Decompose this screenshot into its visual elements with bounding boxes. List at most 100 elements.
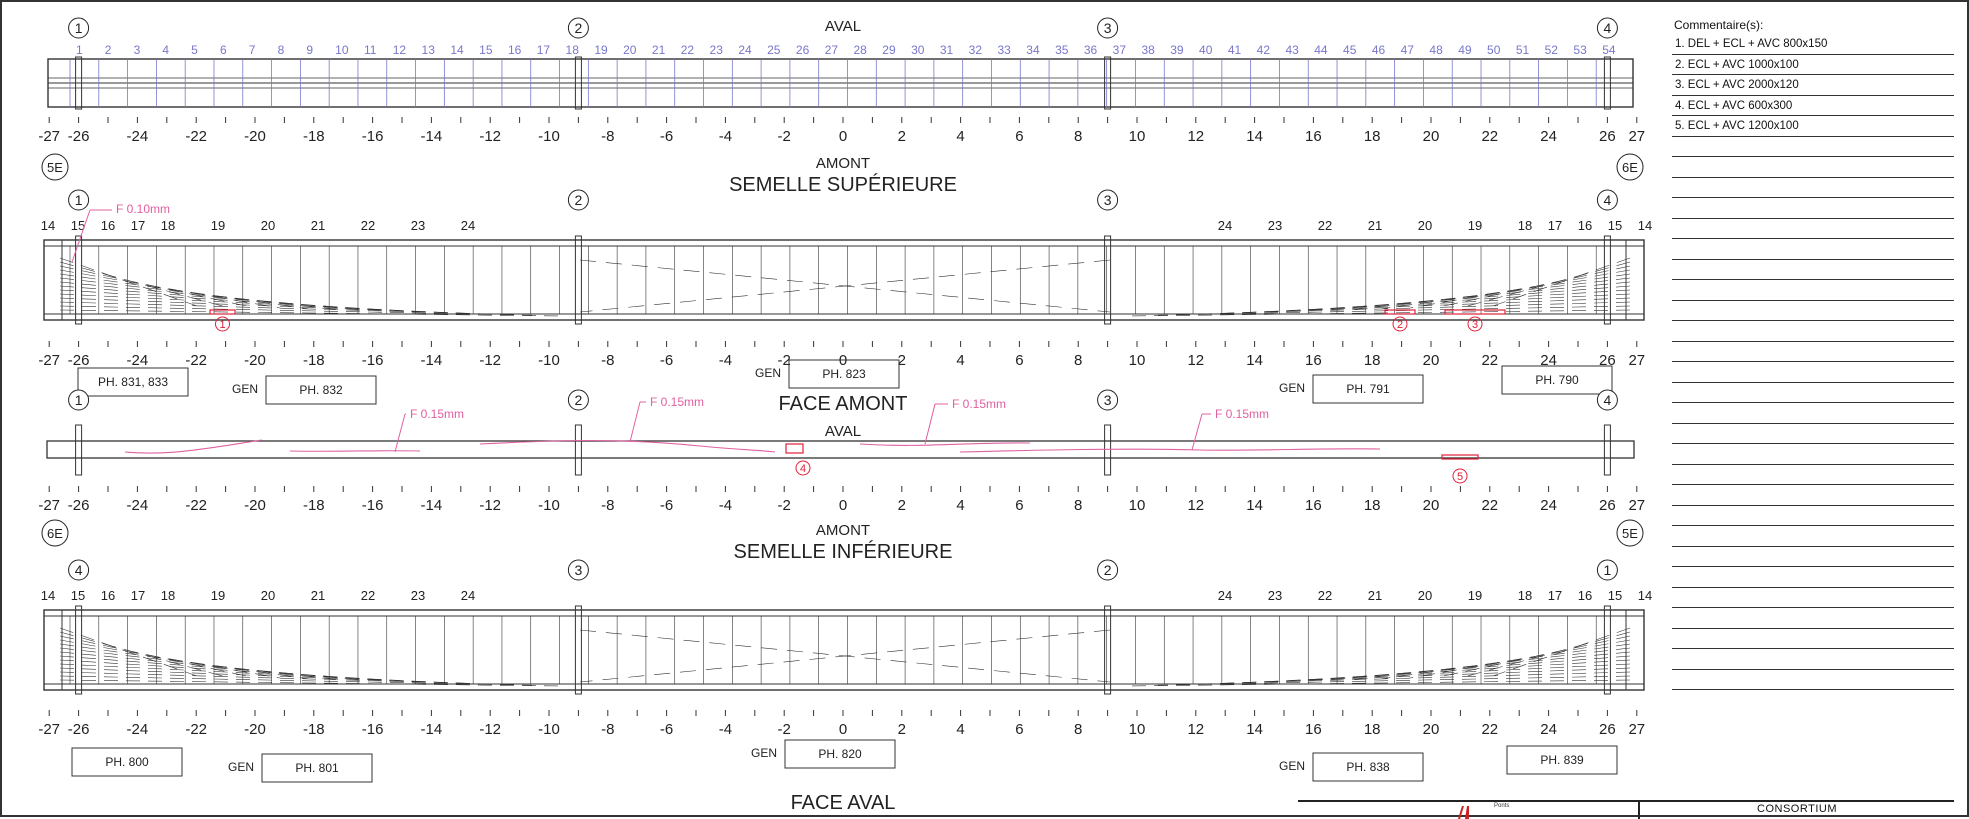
comment-line xyxy=(1672,321,1954,342)
deck-panel-number: 18 xyxy=(566,43,580,57)
deck-panel-number: 28 xyxy=(854,43,868,57)
face-amont-stiffener-label: 21 xyxy=(1368,218,1382,233)
amont-label-2: AMONT xyxy=(816,522,870,539)
face-aval-stiffener-label: 17 xyxy=(1548,588,1562,603)
deck-support-block xyxy=(75,56,83,110)
axis-4-tick-label: -16 xyxy=(362,721,384,738)
deck-panel-number: 5 xyxy=(191,43,198,57)
comment-line xyxy=(1672,342,1954,362)
support-number-strip: 2 xyxy=(575,392,583,408)
axis-3-tick-label: 0 xyxy=(839,497,847,514)
photo-gen-label: GEN xyxy=(228,760,254,774)
comment-line xyxy=(1672,608,1954,629)
face-amont-stiffener-label: 19 xyxy=(211,218,225,233)
support-number-strip-circle xyxy=(567,389,589,411)
strip-defect-marker: 5 xyxy=(1457,471,1463,483)
photo-tag-label: PH. 823 xyxy=(822,367,866,381)
face-aval-bracing-right xyxy=(1185,671,1631,685)
face-aval-bracing-left xyxy=(59,651,365,681)
deck-panel-number: 6 xyxy=(220,43,227,57)
aval-label-top: AVAL xyxy=(825,18,861,35)
axis-2-tick-label: -16 xyxy=(362,352,384,369)
face-amont-support-number-circle xyxy=(1097,189,1119,211)
photo-gen-label: GEN xyxy=(755,366,781,380)
face-amont-support-number: 2 xyxy=(575,192,583,208)
face-aval-stiffener-label: 14 xyxy=(1638,588,1652,603)
face-aval-support-block xyxy=(75,605,83,695)
support-number-strip-circle xyxy=(1596,389,1618,411)
deck-support-block xyxy=(1603,56,1611,110)
crack-note: F 0.10mm xyxy=(116,202,170,216)
face-amont-support-number: 3 xyxy=(1104,192,1112,208)
axis-4-tick-label: 24 xyxy=(1540,721,1557,738)
face-amont-stiffener-label: 23 xyxy=(411,218,425,233)
face-amont-bracing-left xyxy=(59,265,253,308)
face-amont-bracing-left xyxy=(59,309,561,317)
deck-support-block xyxy=(1104,56,1112,110)
axis-1-tick-label: 22 xyxy=(1481,128,1498,145)
deck-panel-number: 43 xyxy=(1285,43,1299,57)
photo-tag-box xyxy=(788,359,900,389)
deck-panel-number: 45 xyxy=(1343,43,1357,57)
axis-2-tick-label: -6 xyxy=(660,352,673,369)
axis-4-tick-label: 14 xyxy=(1246,721,1263,738)
face-amont-bracing-left xyxy=(59,281,365,311)
deck-panel-number: 36 xyxy=(1084,43,1098,57)
axis-3-tick-label: -10 xyxy=(538,497,560,514)
deck-panel-number: 11 xyxy=(364,43,377,57)
face-amont-stiffener-label: 19 xyxy=(1468,218,1482,233)
face-amont-end-cap-left xyxy=(43,239,63,321)
face-amont-stiffener-label: 24 xyxy=(1218,218,1232,233)
axis-3-tick-label: 12 xyxy=(1187,497,1204,514)
face-aval-support-number-circle xyxy=(1596,559,1618,581)
face-aval-stiffener-label: 18 xyxy=(161,588,175,603)
face-aval-bracing-left xyxy=(59,627,197,676)
photo-tag-label: PH. 832 xyxy=(299,383,343,397)
axis-3-tick-label: -20 xyxy=(244,497,266,514)
axis-3-tick-label: 14 xyxy=(1246,497,1263,514)
axis-2-tick-label: 8 xyxy=(1074,352,1082,369)
deck-panel-number: 19 xyxy=(594,43,608,57)
axis-2-tick-label: -22 xyxy=(185,352,207,369)
deck-panel-number: 17 xyxy=(537,43,551,57)
face-amont-support-block xyxy=(75,235,83,325)
axis-1-tick-label: -4 xyxy=(719,128,732,145)
photo-tag-box xyxy=(77,367,189,397)
face-amont-defect-marker: 2 xyxy=(1397,319,1403,331)
face-amont-defect-marker-circle xyxy=(1467,316,1483,332)
face-aval-support-number: 2 xyxy=(1104,562,1112,578)
face-aval-stiffener-label: 19 xyxy=(1468,588,1482,603)
face-aval-stiffener-label: 24 xyxy=(461,588,475,603)
face-aval-bracing-right xyxy=(1297,655,1631,682)
axis-1-tick-label: 4 xyxy=(956,128,964,145)
axis-2-tick-label: 6 xyxy=(1015,352,1023,369)
axis-4-tick-label: -2 xyxy=(778,721,791,738)
deck-panel-number: 42 xyxy=(1257,43,1271,57)
face-amont-stiffener-label: 14 xyxy=(1638,218,1652,233)
axis-2-tick-label: 20 xyxy=(1423,352,1440,369)
hex-mark-upper-right-circle xyxy=(1616,153,1644,181)
face-amont-bracing-right xyxy=(1297,285,1631,312)
face-amont-bracing-left xyxy=(59,257,197,306)
axis-3-tick-label: 26 xyxy=(1599,497,1616,514)
axis-2-tick-label: -20 xyxy=(244,352,266,369)
axis-4-tick-label: 27 xyxy=(1628,721,1645,738)
deck-panel-number: 41 xyxy=(1228,43,1242,57)
crack-line xyxy=(859,442,1031,446)
deck-panel-number: 40 xyxy=(1199,43,1213,57)
deck-panel-number: 26 xyxy=(796,43,810,57)
face-aval-stiffener-label: 16 xyxy=(101,588,115,603)
face-amont-support-number: 1 xyxy=(75,192,83,208)
axis-1-tick-label: 8 xyxy=(1074,128,1082,145)
face-aval-bracing-right xyxy=(1409,639,1631,679)
support-number-strip-circle xyxy=(68,389,90,411)
axis-2-tick-label: 16 xyxy=(1305,352,1322,369)
face-aval-bracing-left xyxy=(59,655,393,682)
support-number-strip: 3 xyxy=(1104,392,1112,408)
face-aval-bracing-right xyxy=(1437,635,1631,678)
face-amont-stiffener-label: 15 xyxy=(1608,218,1622,233)
axis-1-tick-label: 20 xyxy=(1423,128,1440,145)
hex-mark-lower-right-circle xyxy=(1616,519,1644,547)
